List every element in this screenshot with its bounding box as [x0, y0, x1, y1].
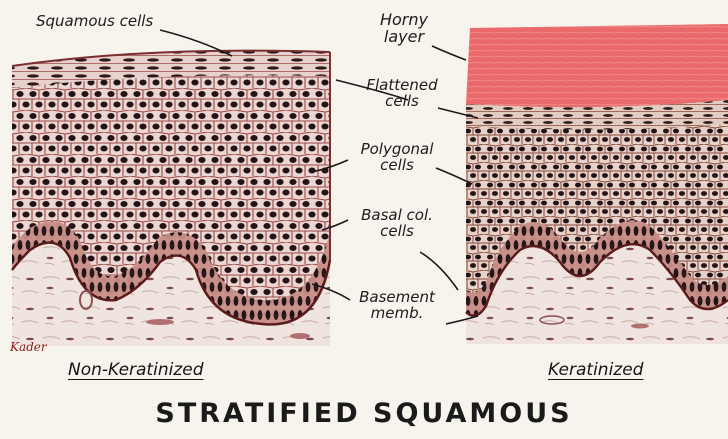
label-polygonal-cells: Polygonal cells — [352, 142, 442, 174]
right-horny-layer — [466, 24, 728, 107]
label-horny-layer: Horny layer — [372, 12, 436, 46]
label-basal-columnar-cells: Basal col. cells — [352, 208, 442, 240]
figure-title: STRATIFIED SQUAMOUS — [0, 398, 728, 429]
label-basal-line2: cells — [352, 224, 442, 240]
label-flattened-line2: cells — [360, 94, 444, 110]
caption-non-keratinized: Non-Keratinized — [68, 360, 204, 380]
label-squamous-cells: Squamous cells — [36, 14, 153, 30]
artist-signature: Kader — [10, 340, 47, 354]
label-polygonal-line2: cells — [352, 158, 442, 174]
label-flattened-cells: Flattened cells — [360, 78, 444, 110]
label-basement-membrane: Basement memb. — [350, 290, 444, 322]
label-horny-line2: layer — [372, 29, 436, 46]
label-basement-line2: memb. — [350, 306, 444, 322]
caption-keratinized: Keratinized — [548, 360, 643, 380]
